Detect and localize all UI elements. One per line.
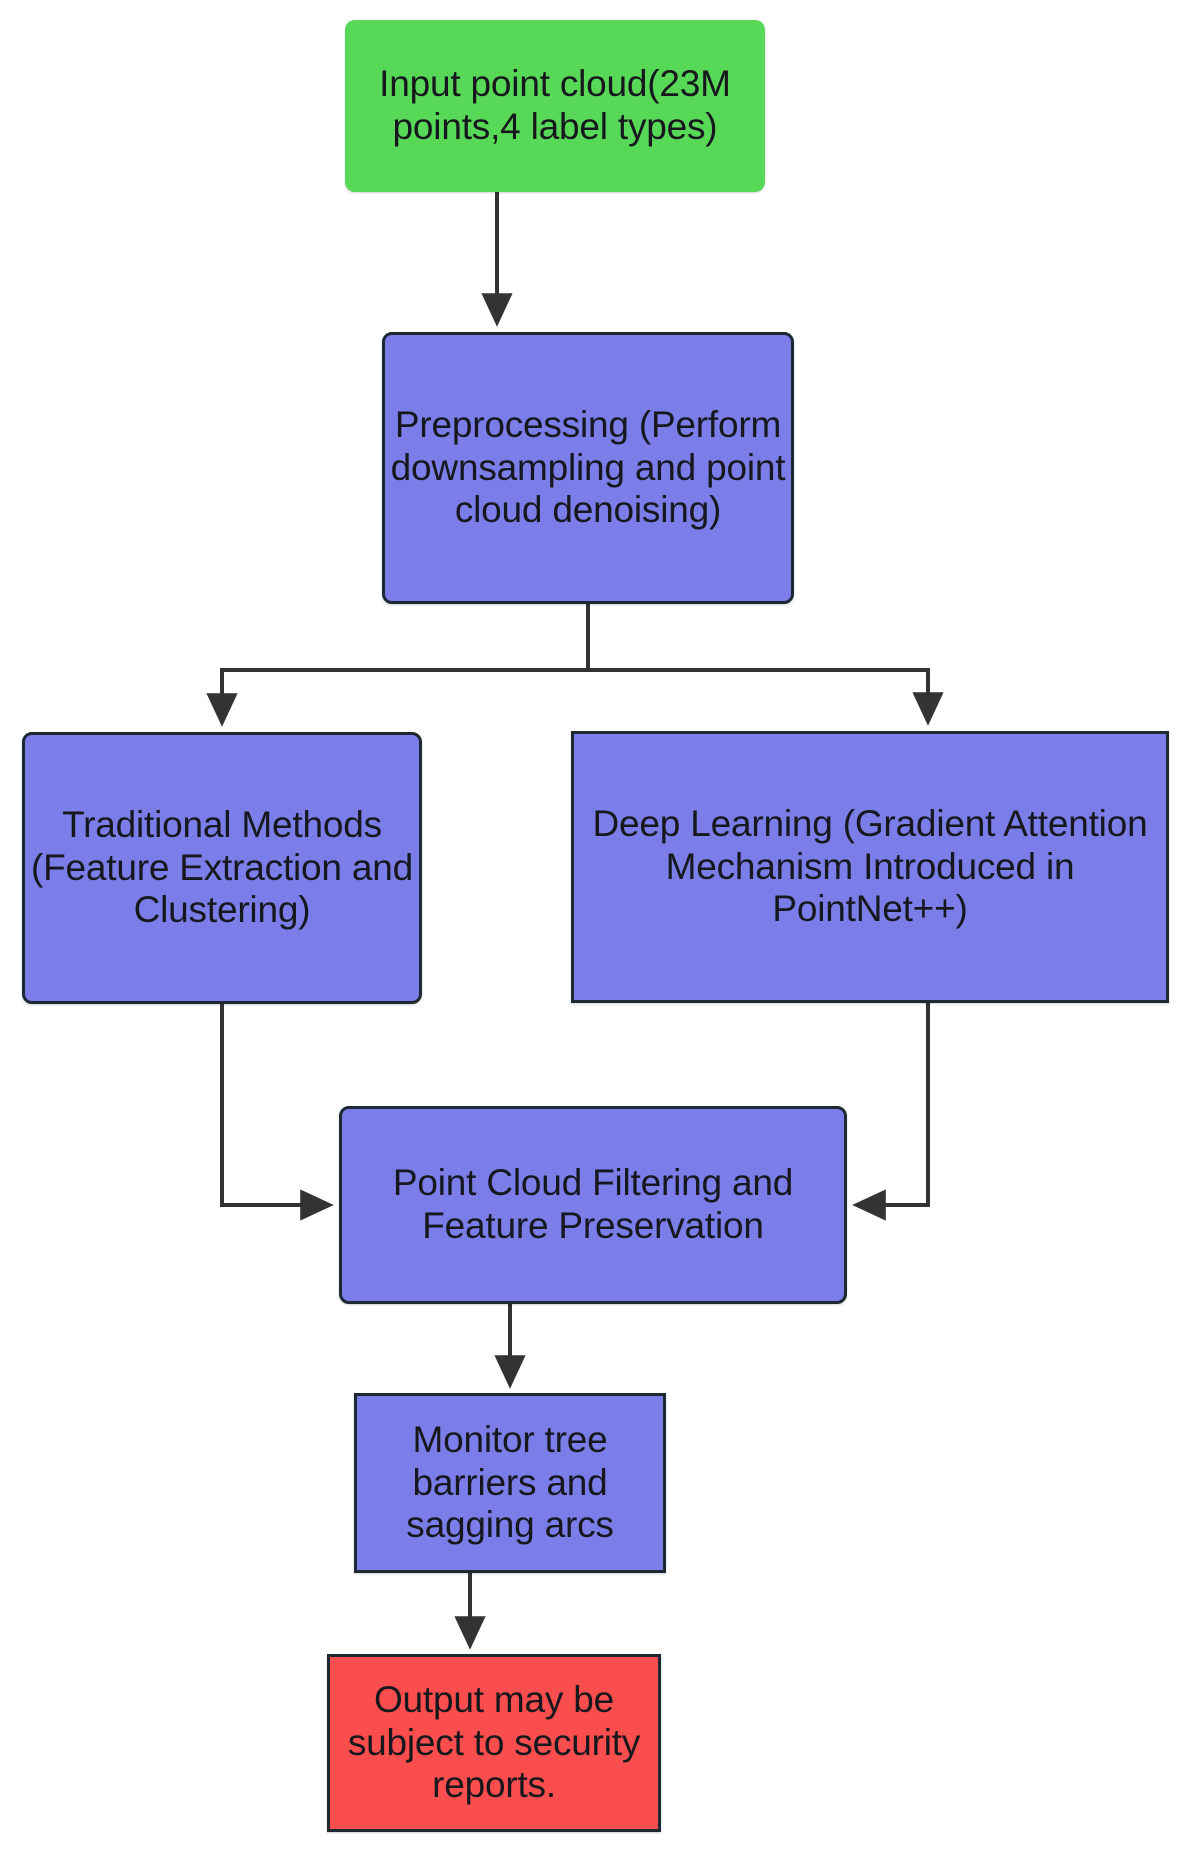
edge-preprocess-to-deep — [586, 604, 944, 726]
node-deep-learning[interactable]: Deep Learning (Gradient Attention Mechan… — [571, 731, 1169, 1003]
node-traditional-methods[interactable]: Traditional Methods (Feature Extraction … — [22, 732, 422, 1004]
edge-deep-to-filtering — [852, 1003, 930, 1221]
node-preprocessing[interactable]: Preprocessing (Perform downsampling and … — [382, 332, 794, 604]
node-output-security-reports[interactable]: Output may be subject to security report… — [327, 1654, 661, 1832]
node-point-cloud-filtering[interactable]: Point Cloud Filtering and Feature Preser… — [339, 1106, 847, 1304]
node-input-point-cloud[interactable]: Input point cloud(23M points,4 label typ… — [345, 20, 765, 192]
edge-traditional-to-filtering — [220, 1004, 334, 1221]
node-monitor-tree-barriers[interactable]: Monitor tree barriers and sagging arcs — [354, 1393, 666, 1573]
edge-preprocess-to-traditional — [206, 604, 590, 727]
